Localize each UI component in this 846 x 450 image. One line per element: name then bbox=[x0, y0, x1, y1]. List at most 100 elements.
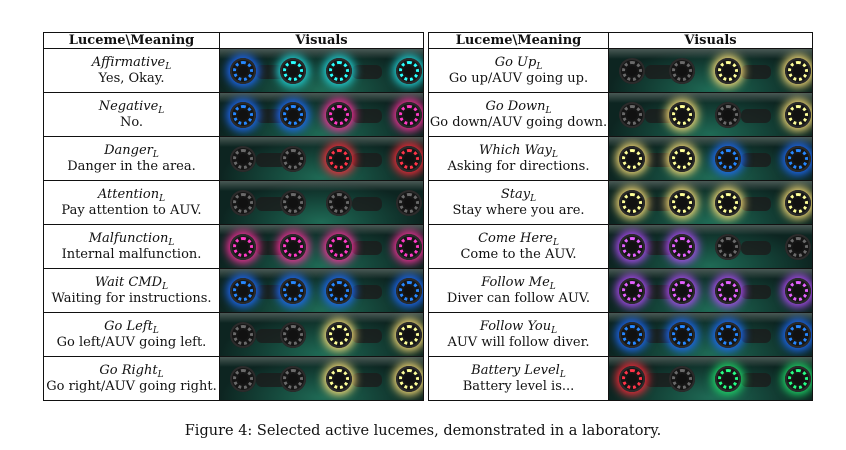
luceme-name-text: Negative bbox=[98, 98, 159, 114]
led-ring-light bbox=[396, 366, 422, 392]
led-ring-light bbox=[785, 190, 811, 216]
led-ring-light bbox=[230, 234, 256, 260]
auv-body bbox=[256, 153, 286, 167]
led-ring-light bbox=[715, 102, 741, 128]
led-ring-light bbox=[280, 366, 306, 392]
auv-body bbox=[256, 241, 286, 255]
luceme-subscript: L bbox=[552, 149, 558, 160]
auv-body bbox=[352, 153, 382, 167]
luceme-name-text: Which Way bbox=[479, 142, 553, 158]
led-ring-light bbox=[396, 146, 422, 172]
luceme-description: Yes, Okay. bbox=[98, 70, 165, 86]
led-ring-light bbox=[785, 322, 811, 348]
led-ring-light bbox=[396, 322, 422, 348]
luceme-visual-cell bbox=[608, 312, 813, 357]
auv-body bbox=[352, 285, 382, 299]
luceme-description: Go down/AUV going down. bbox=[429, 114, 608, 130]
led-ring-light bbox=[230, 146, 256, 172]
luceme-visual-cell bbox=[219, 136, 424, 181]
header-visuals: Visuals bbox=[608, 32, 813, 49]
led-ring-light bbox=[326, 278, 352, 304]
luceme-photo bbox=[220, 137, 423, 180]
led-ring-light bbox=[280, 102, 306, 128]
luceme-name: Come HereL bbox=[429, 230, 608, 248]
auv-body bbox=[352, 329, 382, 343]
luceme-name-text: Malfunction bbox=[88, 230, 169, 246]
luceme-name-text: Follow Me bbox=[481, 274, 550, 290]
luceme-name-text: Stay bbox=[500, 186, 531, 202]
auv-body bbox=[256, 109, 286, 123]
header-meaning: Luceme\Meaning bbox=[428, 32, 609, 49]
luceme-name-text: Come Here bbox=[478, 230, 553, 246]
luceme-photo bbox=[609, 269, 812, 312]
led-ring-light bbox=[715, 366, 741, 392]
luceme-visual-cell bbox=[219, 356, 424, 401]
luceme-description: Go left/AUV going left. bbox=[56, 334, 207, 350]
luceme-subscript: L bbox=[157, 369, 164, 380]
luceme-subscript: L bbox=[551, 325, 558, 336]
luceme-subscript: L bbox=[545, 105, 552, 116]
led-ring-light bbox=[785, 366, 811, 392]
luceme-name-text: Danger bbox=[104, 142, 153, 158]
header-visuals: Visuals bbox=[219, 32, 424, 49]
luceme-name: AffirmativeL bbox=[44, 55, 219, 72]
luceme-subscript: L bbox=[165, 61, 172, 72]
luceme-subscript: L bbox=[152, 149, 159, 160]
auv-body bbox=[352, 197, 382, 211]
led-ring-light bbox=[669, 146, 695, 172]
auv-body bbox=[645, 241, 675, 255]
led-ring-light bbox=[280, 146, 306, 172]
led-ring-light bbox=[396, 234, 422, 260]
led-ring-light bbox=[280, 234, 306, 260]
led-ring-light bbox=[326, 190, 352, 216]
auv-body bbox=[741, 241, 771, 255]
luceme-subscript: L bbox=[162, 281, 169, 292]
led-ring-light bbox=[280, 322, 306, 348]
luceme-name: NegativeL bbox=[44, 98, 219, 116]
auv-body bbox=[352, 241, 382, 255]
luceme-visual-cell bbox=[219, 312, 424, 357]
led-ring-light bbox=[669, 366, 695, 392]
auv-body bbox=[741, 373, 771, 387]
luceme-description: Stay where you are. bbox=[452, 202, 585, 218]
led-ring-light bbox=[619, 190, 645, 216]
auv-body bbox=[645, 285, 675, 299]
luceme-visual-cell bbox=[219, 92, 424, 137]
auv-body bbox=[741, 65, 771, 79]
led-ring-light bbox=[396, 190, 422, 216]
led-ring-light bbox=[326, 366, 352, 392]
auv-body bbox=[352, 373, 382, 387]
led-ring-light bbox=[619, 146, 645, 172]
led-ring-light bbox=[715, 234, 741, 260]
luceme-name: MalfunctionL bbox=[44, 230, 219, 248]
luceme-name: AttentionL bbox=[44, 187, 219, 204]
auv-body bbox=[256, 285, 286, 299]
led-ring-light bbox=[280, 58, 306, 84]
luceme-name: Follow YouL bbox=[429, 319, 608, 336]
luceme-name-text: Wait CMD bbox=[94, 274, 163, 290]
led-ring-light bbox=[715, 58, 741, 84]
luceme-subscript: L bbox=[152, 325, 159, 336]
auv-body bbox=[256, 373, 286, 387]
luceme-name-text: Go Up bbox=[494, 54, 537, 70]
